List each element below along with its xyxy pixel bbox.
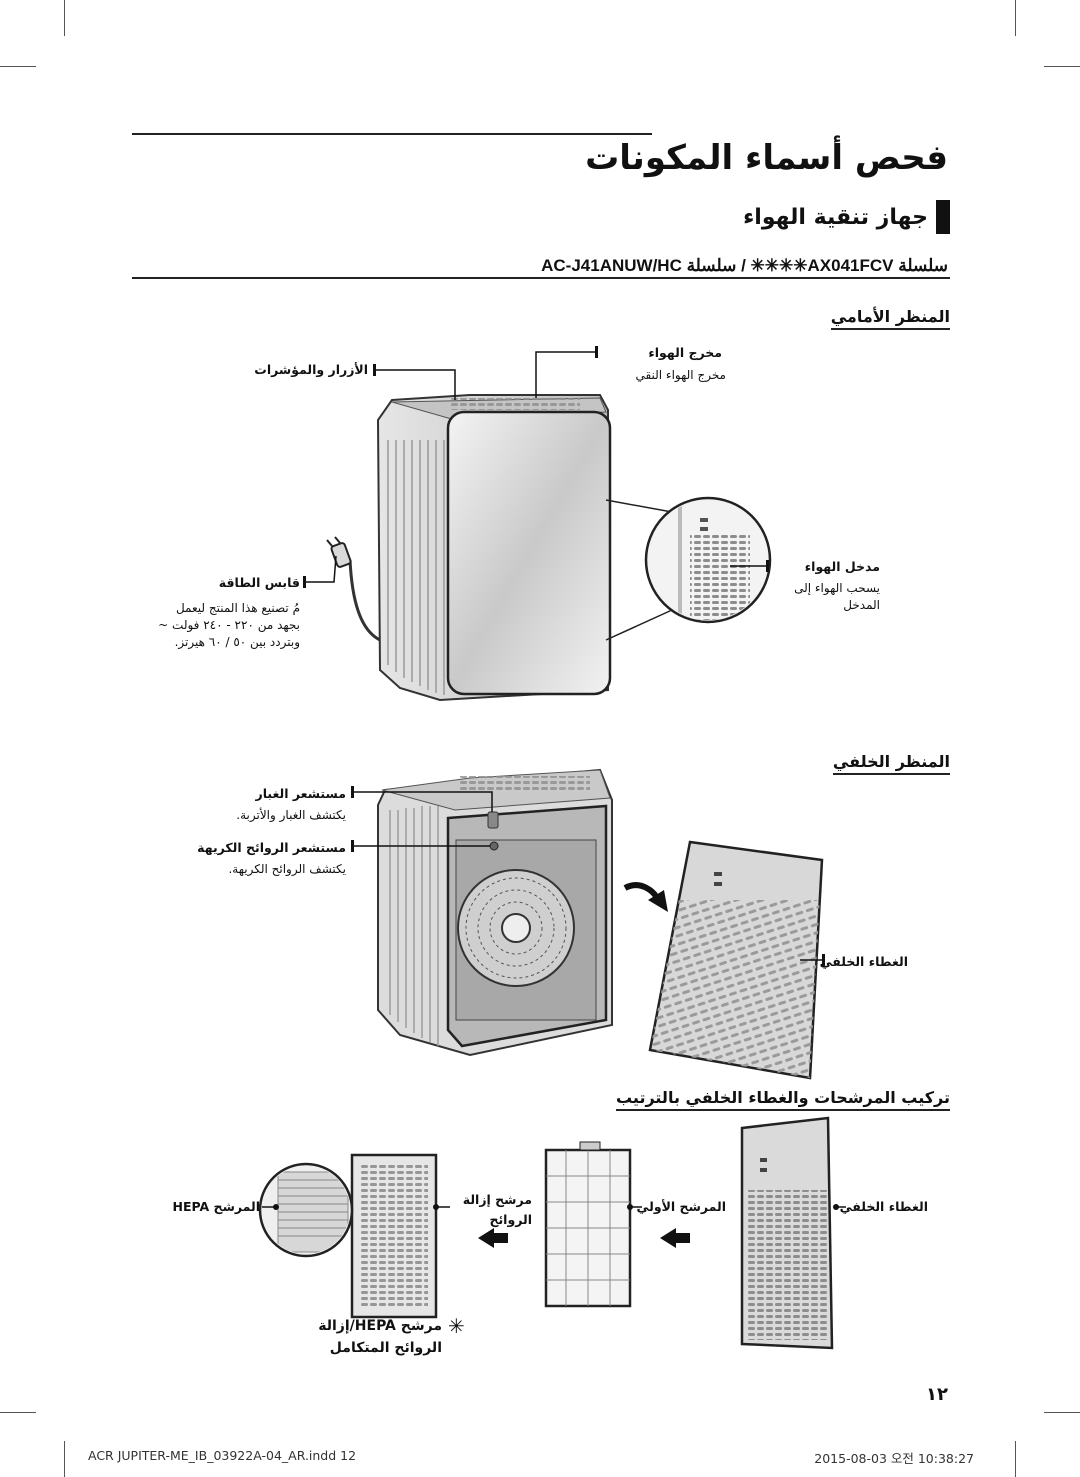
dust-sensor-desc: يكتشف الغبار والأتربة.	[236, 808, 346, 822]
power-plug-desc-line: مُ تصنيع هذا المنتج ليعمل	[175, 601, 300, 615]
rear-cover-label: الغطاء الخلفي	[819, 954, 908, 969]
air-inlet-desc-line: يسحب الهواء إلى	[794, 581, 880, 595]
power-plug-label: قابس الطاقة	[218, 575, 300, 590]
crop-mark	[1044, 1412, 1080, 1413]
odor-sensor-desc: يكتشف الروائح الكريهة.	[228, 862, 346, 876]
filter-assembly-illustration	[258, 1116, 846, 1350]
crop-mark	[64, 1441, 65, 1477]
deodorizing-filter-label-line: الروائح	[489, 1212, 532, 1227]
model-line: سلسلة AX041FCV✳✳✳✳ / سلسلة AC-J41ANUW/HC	[541, 256, 948, 275]
asterisk-icon: ✳	[448, 1314, 465, 1338]
crop-mark	[0, 66, 36, 67]
integrated-filter-note-line: مرشح HEPA/إزالة	[318, 1318, 442, 1334]
power-plug-desc-line: وبتردد بين ٥٠ / ٦٠ هيرتز.	[174, 635, 300, 649]
front-view-illustration	[303, 346, 772, 702]
rear-view-illustration	[351, 768, 825, 1080]
air-inlet-label: مدخل الهواء	[804, 559, 880, 574]
pre-filter-label: المرشح الأولي	[636, 1199, 727, 1214]
odor-sensor-label: مستشعر الروائح الكريهة	[197, 840, 346, 855]
hepa-filter-label: المرشح HEPA	[172, 1199, 261, 1214]
integrated-filter-note-line: الروائح المتكامل	[329, 1340, 442, 1356]
front-view-heading: المنظر الأمامي	[830, 307, 950, 330]
crop-mark	[1015, 1441, 1016, 1477]
crop-mark	[64, 0, 65, 36]
footer-timestamp: 2015-08-03 오전 10:38:27	[814, 1451, 974, 1466]
section-title: جهاز تنقية الهواء	[743, 205, 928, 230]
assembly-rear-cover-label: الغطاء الخلفي	[839, 1199, 928, 1214]
air-inlet-desc-line: المدخل	[843, 598, 880, 612]
footer-file-name: ACR JUPITER-ME_IB_03922A-04_AR.indd 12	[88, 1448, 357, 1463]
deodorizing-filter-label-line: مرشح إزالة	[462, 1192, 532, 1207]
crop-mark	[0, 1412, 36, 1413]
rear-view-heading: المنظر الخلفي	[832, 752, 950, 775]
title-rule	[132, 133, 652, 135]
crop-mark	[1015, 0, 1016, 36]
page-number: ١٢	[926, 1384, 948, 1405]
air-outlet-desc: مخرج الهواء النقي	[635, 368, 726, 382]
air-outlet-label: مخرج الهواء	[648, 345, 722, 360]
power-plug-desc-line: بجهد من ٢٢٠ - ٢٤٠ فولت ~	[158, 618, 300, 632]
model-rule	[132, 277, 950, 279]
buttons-indicators-label: الأزرار والمؤشرات	[254, 362, 368, 377]
crop-mark	[1044, 66, 1080, 67]
page-title: فحص أسماء المكونات	[585, 138, 948, 178]
assembly-heading: تركيب المرشحات والغطاء الخلفي بالترتيب	[615, 1088, 950, 1111]
dust-sensor-label: مستشعر الغبار	[255, 786, 347, 801]
section-marker	[936, 200, 950, 234]
